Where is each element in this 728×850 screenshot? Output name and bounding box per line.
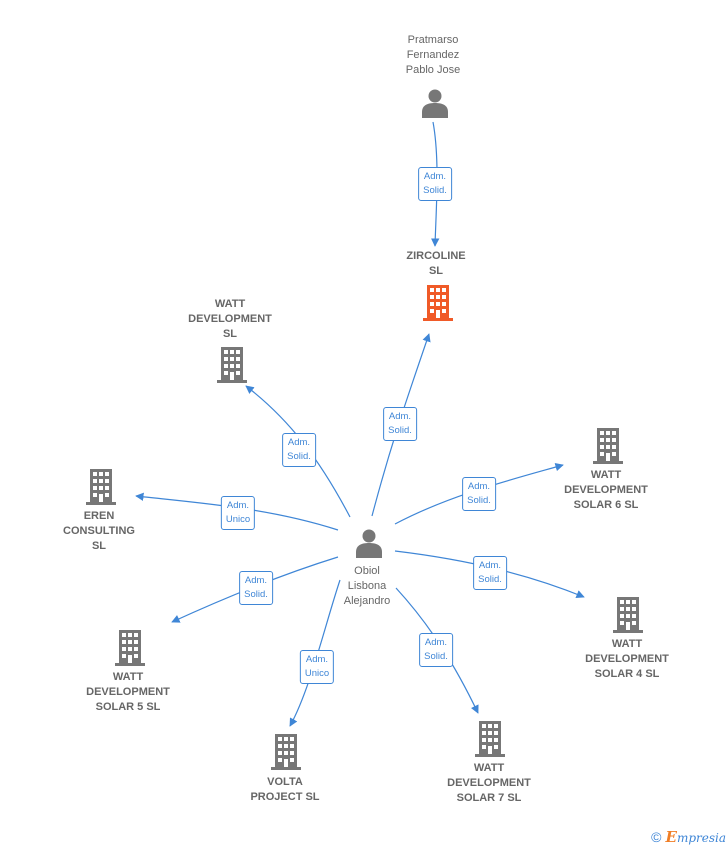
relation-badge[interactable]: Adm. Solid.: [282, 433, 316, 467]
relation-line: Solid.: [287, 451, 311, 462]
label-line: SL: [222, 328, 238, 340]
label-line: SOLAR 4 SL: [594, 668, 660, 680]
node-label-volta[interactable]: VOLTA PROJECT SL: [250, 775, 319, 805]
building-icon: [271, 734, 301, 770]
relation-line: Solid.: [467, 495, 491, 506]
building-icon: [613, 597, 643, 633]
label-line: WATT: [590, 469, 622, 481]
relation-line: Solid.: [423, 185, 447, 196]
label-line: Obiol: [354, 565, 380, 577]
label-line: DEVELOPMENT: [86, 686, 170, 698]
relation-line: Solid.: [424, 651, 448, 662]
brand-logo-text: mpresia: [676, 831, 726, 845]
relation-line: Adm.: [424, 637, 448, 648]
node-label-watt7[interactable]: WATT DEVELOPMENT SOLAR 7 SL: [447, 761, 531, 806]
node-label-zircoline[interactable]: ZIRCOLINE SL: [406, 249, 465, 279]
relation-line: Adm.: [467, 481, 491, 492]
label-line: DEVELOPMENT: [188, 313, 272, 325]
label-line: SL: [91, 540, 107, 552]
label-line: PROJECT SL: [250, 791, 320, 803]
relation-line: Solid.: [388, 425, 412, 436]
relation-badge[interactable]: Adm. Solid.: [383, 407, 417, 441]
label-line: Alejandro: [343, 595, 391, 607]
relation-line: Adm.: [244, 575, 268, 586]
label-line: SOLAR 7 SL: [456, 792, 522, 804]
person-icon: [422, 89, 448, 118]
relation-badge[interactable]: Adm. Solid.: [418, 167, 452, 201]
label-line: Lisbona: [347, 580, 387, 592]
label-line: EREN: [83, 510, 115, 522]
label-line: ZIRCOLINE: [406, 250, 466, 262]
building-icon: [115, 630, 145, 666]
label-line: DEVELOPMENT: [564, 484, 648, 496]
relation-line: Unico: [225, 514, 251, 525]
node-label-pratmarso[interactable]: Pratmarso Fernandez Pablo Jose: [406, 33, 460, 78]
building-icon: [86, 469, 116, 505]
label-line: WATT: [112, 671, 144, 683]
label-line: SL: [428, 265, 444, 277]
copyright-icon: ©: [651, 829, 662, 845]
label-line: WATT: [214, 298, 246, 310]
relation-badge[interactable]: Adm. Unico: [220, 496, 256, 530]
label-line: DEVELOPMENT: [447, 777, 531, 789]
building-icon: [475, 721, 505, 757]
building-icon: [593, 428, 623, 464]
relation-line: Adm.: [388, 411, 412, 422]
label-line: Pratmarso: [407, 34, 459, 46]
label-line: VOLTA: [267, 776, 303, 788]
person-icon: [356, 529, 382, 558]
relation-line: Adm.: [423, 171, 447, 182]
relation-line: Solid.: [244, 589, 268, 600]
building-icon-highlight: [423, 285, 453, 321]
node-label-watt6[interactable]: WATT DEVELOPMENT SOLAR 6 SL: [564, 468, 648, 513]
node-label-watt5[interactable]: WATT DEVELOPMENT SOLAR 5 SL: [86, 670, 170, 715]
relation-badge[interactable]: Adm. Solid.: [473, 556, 507, 590]
relation-line: Solid.: [478, 574, 502, 585]
relation-badge[interactable]: Adm. Solid.: [419, 633, 453, 667]
relation-badge[interactable]: Adm. Solid.: [462, 477, 496, 511]
node-label-watt4[interactable]: WATT DEVELOPMENT SOLAR 4 SL: [585, 637, 669, 682]
label-line: WATT: [473, 762, 505, 774]
label-line: CONSULTING: [63, 525, 135, 537]
building-icon: [217, 347, 247, 383]
relation-line: Adm.: [305, 654, 329, 665]
relation-line: Adm.: [226, 500, 250, 511]
label-line: SOLAR 5 SL: [95, 701, 161, 713]
brand-logo-initial: E: [665, 828, 677, 846]
relation-line: Adm.: [287, 437, 311, 448]
relation-badge[interactable]: Adm. Unico: [299, 650, 335, 684]
node-label-obiol[interactable]: Obiol Lisbona Alejandro: [344, 564, 390, 609]
node-label-watt-dev[interactable]: WATT DEVELOPMENT SL: [188, 297, 272, 342]
relation-badge[interactable]: Adm. Solid.: [239, 571, 273, 605]
brand-footer[interactable]: ©Empresia: [651, 828, 726, 846]
label-line: SOLAR 6 SL: [573, 499, 639, 511]
node-label-eren[interactable]: EREN CONSULTING SL: [63, 509, 135, 554]
label-line: Fernandez: [406, 49, 460, 61]
label-line: WATT: [611, 638, 643, 650]
relation-line: Adm.: [478, 560, 502, 571]
relation-line: Unico: [304, 668, 330, 679]
label-line: Pablo Jose: [405, 64, 461, 76]
label-line: DEVELOPMENT: [585, 653, 669, 665]
